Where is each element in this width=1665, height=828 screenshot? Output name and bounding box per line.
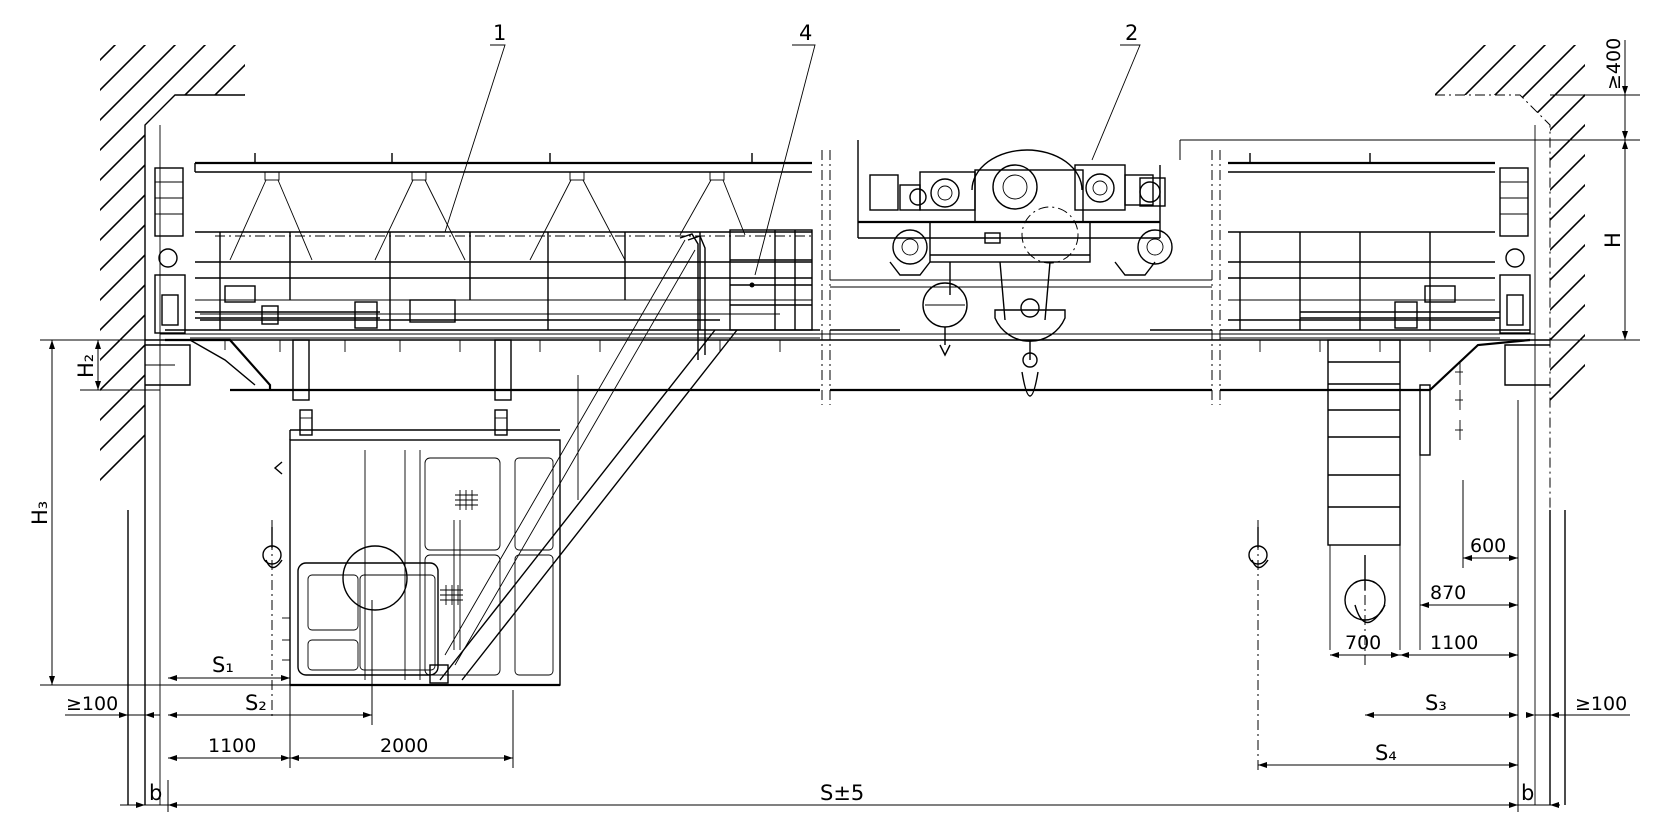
dim-S4: S₄ (1375, 741, 1397, 765)
left-building-column (100, 45, 245, 805)
right-walkway-railing (1228, 153, 1531, 650)
dim-600: 600 (1470, 535, 1506, 557)
right-wall-hatching (1435, 45, 1585, 510)
dim-H: H (1601, 232, 1625, 248)
callout-4: 4 (799, 21, 812, 45)
dim-b-left: b (149, 781, 162, 805)
main-girder-middle (830, 279, 1212, 392)
dim-1100-left: 1100 (208, 735, 256, 757)
dimension-lines (40, 40, 1640, 812)
dim-ge400: ≥400 (1603, 38, 1625, 90)
callout-leaders (444, 44, 1141, 276)
break-lines (821, 150, 1221, 405)
callout-1: 1 (493, 21, 506, 45)
dim-1100-right: 1100 (1430, 632, 1478, 654)
dim-H2: H₂ (74, 354, 98, 378)
dim-S3: S₃ (1425, 691, 1447, 715)
main-girder-right (1220, 329, 1531, 392)
dim-870: 870 (1430, 582, 1466, 604)
stairway (429, 233, 738, 684)
left-wall-hatching (100, 45, 245, 510)
right-building-column (1435, 45, 1585, 805)
dim-ge100-right: ≥100 (1575, 693, 1627, 715)
hook-symbol-left (262, 520, 283, 720)
dim-ge100-left: ≥100 (66, 693, 118, 715)
dim-2000: 2000 (380, 735, 428, 757)
trolley (857, 140, 1173, 397)
dim-H3: H₃ (28, 501, 52, 525)
callout-2: 2 (1125, 21, 1138, 45)
dim-span: S±5 (820, 781, 864, 805)
runway-rail (145, 333, 1550, 341)
hook-symbol-right-center (1248, 520, 1269, 770)
dim-b-right: b (1521, 781, 1534, 805)
left-walkway-railing (154, 153, 813, 401)
dim-S1: S₁ (212, 653, 234, 677)
operator-cab (273, 409, 561, 687)
hook-symbol-right (1344, 555, 1386, 668)
dim-700: 700 (1345, 632, 1381, 654)
dim-S2: S₂ (245, 691, 267, 715)
main-girder-left (165, 329, 820, 392)
